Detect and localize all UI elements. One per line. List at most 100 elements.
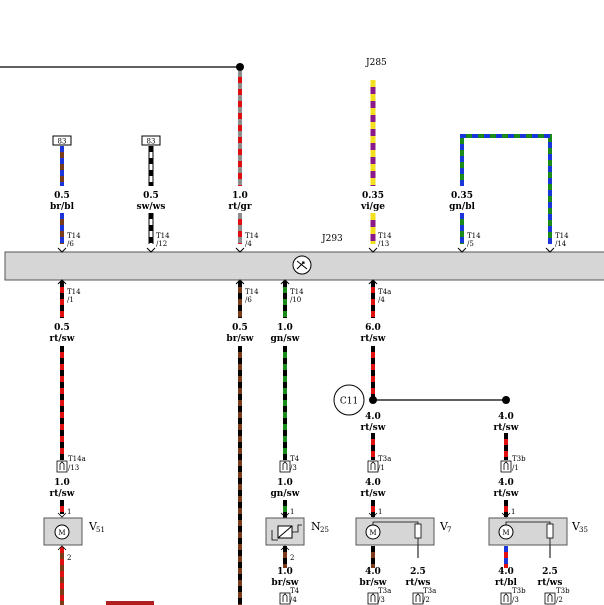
component-v51: M 1 2 V 51 [43,508,105,562]
svg-text:0.5: 0.5 [54,323,70,333]
svg-text:sw/ws: sw/ws [137,202,166,212]
svg-text:/4: /4 [290,596,297,604]
electronic-symbol-icon [292,255,312,275]
svg-text:T3a: T3a [378,455,391,463]
plug-connectors-bottom: T4 /4 T3a /3 T3a /2 T3b /3 T3b /2 [279,587,570,605]
junction-dot-c11 [369,396,377,404]
svg-text:vi/ge: vi/ge [360,202,385,212]
svg-text:/10: /10 [290,296,301,304]
svg-text:V: V [571,520,581,533]
branch-wire-labels: 4.0 rt/sw 4.0 rt/sw [360,412,518,433]
svg-text:0.35: 0.35 [362,191,384,201]
svg-text:T14: T14 [290,288,304,296]
resistor-icon [414,523,422,539]
svg-text:T14: T14 [245,288,259,296]
svg-text:T14: T14 [156,232,170,240]
svg-text:51: 51 [96,526,105,534]
svg-text:2.5: 2.5 [542,567,558,577]
svg-text:/6: /6 [245,296,252,304]
motor-icon [54,524,70,540]
svg-text:rt/sw: rt/sw [360,334,385,344]
svg-text:br/bl: br/bl [50,202,75,212]
svg-text:M: M [502,529,509,537]
svg-text:4.0: 4.0 [498,412,514,422]
svg-text:rt/bl: rt/bl [495,578,517,588]
lower-wire-labels: 1.0 rt/sw 1.0 gn/sw 4.0 rt/sw 4.0 rt/sw [49,478,518,499]
svg-text:1.0: 1.0 [232,191,248,201]
svg-text:T14: T14 [467,232,481,240]
svg-text:/3: /3 [512,596,519,604]
svg-text:rt/sw: rt/sw [49,334,74,344]
svg-text:br/sw: br/sw [226,334,253,344]
svg-text:1.0: 1.0 [54,478,70,488]
svg-text:6.0: 6.0 [365,323,381,333]
svg-text:25: 25 [320,526,329,534]
svg-text:T3b: T3b [512,587,526,595]
svg-text:1: 1 [67,508,71,516]
svg-text:/6: /6 [67,240,74,248]
svg-text:M: M [369,529,376,537]
svg-text:T14a: T14a [68,455,86,463]
svg-text:2.5: 2.5 [410,567,426,577]
svg-text:35: 35 [579,526,588,534]
svg-text:T4: T4 [290,455,300,463]
component-n25: 1 2 N 25 [265,508,329,562]
svg-text:/2: /2 [423,596,430,604]
svg-text:/5: /5 [467,240,474,248]
svg-text:/1: /1 [378,464,385,472]
svg-text:V: V [88,520,98,533]
resistor-icon [546,523,554,539]
svg-text:0.5: 0.5 [232,323,248,333]
svg-text:4.0: 4.0 [365,412,381,422]
svg-text:1: 1 [290,508,294,516]
svg-text:1.0: 1.0 [277,567,293,577]
mid-wire-labels: 0.5 rt/sw 0.5 br/sw 1.0 gn/sw 6.0 rt/sw [49,323,385,344]
svg-text:4.0: 4.0 [498,567,514,577]
fuse-tag-1-label: 83 [58,138,67,146]
svg-text:T14: T14 [67,232,81,240]
svg-text:N: N [311,520,321,533]
svg-text:br/sw: br/sw [359,578,386,588]
wire-gn-bl-loop [460,134,552,244]
svg-text:rt/ws: rt/ws [405,578,430,588]
svg-text:0.5: 0.5 [54,191,70,201]
fuse-tag-1 [52,135,72,146]
svg-text:rt/gr: rt/gr [228,202,251,212]
svg-text:T3a: T3a [423,587,436,595]
label-j293: J293 [321,234,343,244]
svg-text:/4: /4 [378,296,385,304]
svg-text:gn/bl: gn/bl [449,202,475,212]
top-wire-labels: 0.5 br/bl 0.5 sw/ws 1.0 rt/gr 0.35 vi/ge… [50,191,476,212]
svg-text:rt/sw: rt/sw [360,423,385,433]
connector-c11 [333,384,365,416]
svg-text:4.0: 4.0 [365,567,381,577]
bus-connector-labels-top: T14 /6 T14 /12 T14 /4 T14 /13 T14 /5 T14… [67,232,569,248]
svg-text:rt/sw: rt/sw [493,423,518,433]
fuse-tag-2 [141,135,161,146]
svg-text:gn/sw: gn/sw [271,489,300,499]
svg-text:/13: /13 [378,240,389,248]
svg-text:/3: /3 [290,464,297,472]
svg-text:rt/sw: rt/sw [493,489,518,499]
svg-text:T3b: T3b [556,587,570,595]
fuse-tag-2-label: 83 [147,138,156,146]
svg-text:T14: T14 [378,232,392,240]
svg-text:/4: /4 [245,240,252,248]
svg-text:/1: /1 [67,296,74,304]
svg-text:T4a: T4a [378,288,391,296]
svg-text:V: V [439,520,449,533]
svg-text:/13: /13 [68,464,79,472]
component-v35: M 1 V 35 [488,508,588,546]
svg-text:M: M [58,529,65,537]
component-v7: M 1 V 7 [355,508,451,546]
svg-text:T3b: T3b [512,455,526,463]
svg-text:0.5: 0.5 [143,191,159,201]
bottom-wire-labels: 1.0 br/sw 4.0 br/sw 2.5 rt/ws 4.0 rt/bl … [271,567,562,588]
svg-text:4.0: 4.0 [498,478,514,488]
svg-text:2: 2 [67,554,71,562]
svg-text:T14: T14 [245,232,259,240]
svg-text:2: 2 [290,554,294,562]
svg-text:4.0: 4.0 [365,478,381,488]
